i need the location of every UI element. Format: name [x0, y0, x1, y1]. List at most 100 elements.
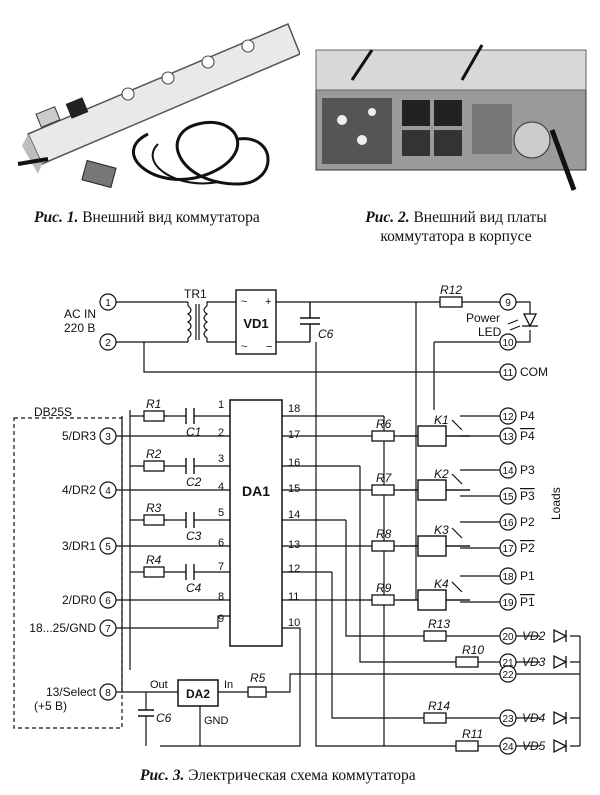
figure1-photo-power-strip [8, 14, 300, 196]
led-label: VD5 [522, 739, 546, 753]
terminal-number: 7 [105, 624, 111, 635]
terminal-number: 24 [502, 742, 514, 753]
led-label: VD2 [522, 629, 546, 643]
da1-left-pin: 8 [218, 591, 224, 603]
figure2-photo-board-in-case [312, 40, 594, 200]
relay-label: K4 [434, 577, 449, 591]
indicator-led-icons [553, 628, 568, 754]
terminal-number: 13 [502, 432, 514, 443]
mid-resistor-label: R6 [376, 417, 392, 431]
input-capacitors [185, 408, 195, 580]
da1-right-pin: 10 [288, 617, 300, 629]
output-label: P1 [520, 569, 535, 583]
db25s-connector-box [13, 417, 123, 729]
svg-text:−: − [266, 341, 272, 353]
input-capacitor-label: C1 [186, 425, 201, 439]
input-capacitor-label: C4 [186, 581, 202, 595]
mid-resistor-label: R7 [376, 471, 393, 485]
figure1-caption: Рис. 1. Внешний вид коммутатора [34, 209, 260, 226]
terminal-number: 18 [502, 572, 514, 583]
com-label: COM [520, 365, 548, 379]
da1-right-pin: 17 [288, 429, 300, 441]
input-resistors [143, 410, 165, 578]
r5-label: R5 [250, 671, 266, 685]
c6-bottom-capacitor [138, 709, 154, 717]
ac-voltage-label: 220 В [64, 321, 95, 335]
terminal-number: 9 [505, 298, 511, 309]
terminal-number: 10 [502, 338, 514, 349]
terminal-number: 4 [105, 486, 111, 497]
terminal-number: 3 [105, 432, 111, 443]
input-resistor-label: R3 [146, 501, 162, 515]
svg-text:+: + [265, 296, 271, 308]
vd1-bridge [235, 289, 277, 355]
da1-label: DA1 [242, 483, 270, 499]
gnd-label: GND [204, 715, 229, 727]
input-label: 13/Select [46, 685, 97, 699]
da1-right-pin: 14 [288, 509, 300, 521]
input-capacitor-label: C3 [186, 529, 202, 543]
input-label: 4/DR2 [62, 483, 96, 497]
r12-resistor [439, 296, 463, 308]
da1-right-pin: 11 [288, 591, 299, 603]
led-label: LED [478, 325, 502, 339]
led-resistor-label: R14 [428, 699, 450, 713]
da1-right-pin: 15 [288, 483, 300, 495]
terminal-number: 12 [502, 412, 514, 423]
c6-bottom-label: C6 [156, 711, 172, 725]
r5-resistor [247, 686, 267, 698]
relay-coils [417, 425, 447, 611]
da1-right-pin: 13 [288, 539, 300, 551]
select-sub-label: (+5 В) [34, 699, 67, 713]
da1-left-pin: 3 [218, 453, 224, 465]
da1-left-pin: 2 [218, 427, 224, 439]
terminal-number: 20 [502, 632, 514, 643]
output-label: P3 [520, 489, 535, 503]
led-resistors [423, 630, 479, 752]
led-resistor-label: R13 [428, 617, 450, 631]
output-label: P4 [520, 409, 535, 423]
svg-text:~: ~ [241, 341, 247, 353]
in-label: In [224, 679, 233, 691]
terminal-number: 1 [105, 298, 111, 309]
terminal-number: 5 [105, 542, 111, 553]
da2-label: DA2 [186, 687, 210, 701]
relay-contacts [451, 419, 463, 593]
led-label: VD4 [522, 711, 546, 725]
output-label: P4 [520, 429, 535, 443]
mid-resistor-label: R8 [376, 527, 392, 541]
input-label: 3/DR1 [62, 539, 96, 553]
terminal-number: 8 [105, 688, 111, 699]
input-resistor-label: R4 [146, 553, 162, 567]
input-label: 2/DR0 [62, 593, 96, 607]
ac-in-label: AC IN [64, 307, 96, 321]
circuit-schematic: VD1 ~ + ~ − [13, 283, 581, 755]
led-label: VD3 [522, 655, 546, 669]
da1-left-pin: 4 [218, 481, 224, 493]
da1-left-pin: 7 [218, 561, 224, 573]
vd1-label: VD1 [243, 316, 268, 331]
terminal-number: 22 [502, 670, 514, 681]
input-capacitor-label: C2 [186, 475, 202, 489]
output-label: P3 [520, 463, 535, 477]
relay-label: K3 [434, 523, 449, 537]
led-resistor-label: R11 [462, 727, 483, 741]
terminal-number: 19 [502, 598, 514, 609]
relay-label: K2 [434, 467, 449, 481]
input-resistor-label: R1 [146, 397, 161, 411]
da1-chip [229, 399, 283, 647]
out-label: Out [150, 679, 168, 691]
da1-right-pin: 18 [288, 403, 300, 415]
terminal-number: 11 [503, 368, 514, 379]
figure3-caption: Рис. 3. Электрическая схема коммутатора [140, 767, 416, 784]
svg-text:~: ~ [241, 296, 247, 308]
mid-resistors [371, 430, 395, 606]
input-label: 5/DR3 [62, 429, 96, 443]
da2-chip [177, 679, 219, 707]
output-label: P1 [520, 595, 535, 609]
terminal-circles [99, 293, 517, 755]
da1-right-pin: 16 [288, 457, 300, 469]
c6-top-capacitor [300, 302, 320, 342]
db25s-label: DB25S [34, 405, 72, 419]
